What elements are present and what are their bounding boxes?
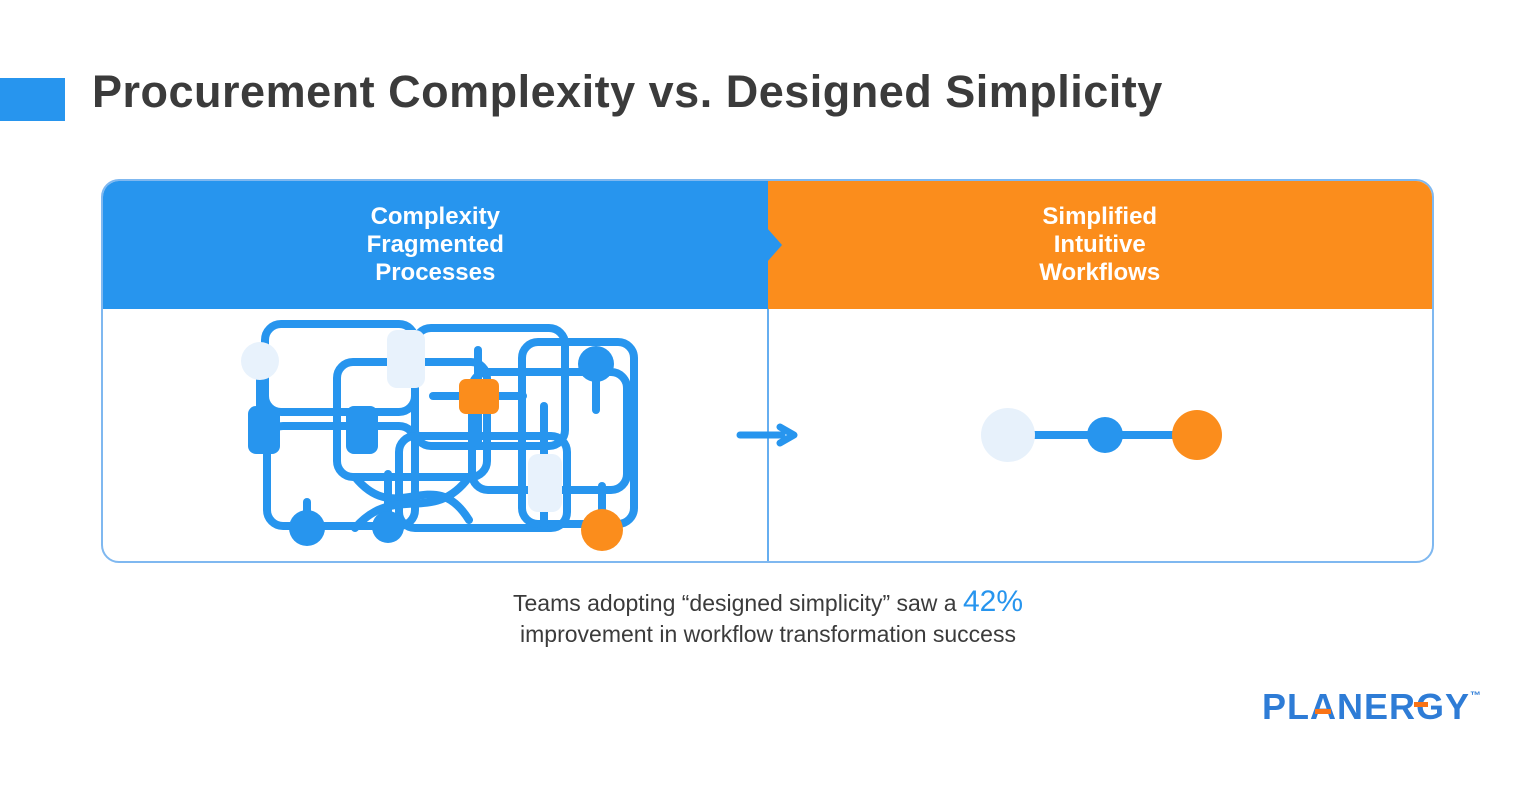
simplicity-header-line: Simplified	[1042, 203, 1158, 230]
simplicity-header-line: Intuitive	[1053, 231, 1146, 258]
blue-circle-node	[578, 346, 614, 382]
logo-wordmark: PLANERGY	[1262, 686, 1471, 727]
simplicity-header-line: Workflows	[1039, 259, 1161, 286]
caption-line-2: improvement in workflow transformation s…	[520, 621, 1016, 647]
caption-text: Teams adopting “designed simplicity” saw…	[512, 590, 963, 616]
blue-circle-node	[372, 511, 404, 543]
blue-circle-node	[1087, 417, 1123, 453]
orange-circle-node	[1172, 410, 1222, 460]
trademark-symbol: ™	[1470, 690, 1482, 702]
light-rect-node	[387, 330, 425, 388]
comparison-panel: Complexity Fragmented Processes Simplifi…	[101, 179, 1434, 563]
caption-stat: 42%	[962, 585, 1024, 618]
complexity-header-line: Fragmented	[366, 231, 504, 258]
complexity-header-line: Processes	[375, 259, 496, 286]
complexity-header-line: Complexity	[370, 203, 500, 230]
caption-line-1: Teams adopting “designed simplicity” saw…	[0, 586, 1536, 619]
simplicity-header: Simplified Intuitive Workflows	[767, 181, 1432, 309]
linear-flow-diagram	[981, 408, 1222, 462]
title-accent-bar	[0, 78, 65, 121]
arrow-right-icon	[736, 423, 798, 447]
blue-rect-node	[346, 406, 378, 454]
orange-square-node	[459, 379, 499, 414]
complexity-header: Complexity Fragmented Processes	[103, 181, 768, 309]
page-title: Procurement Complexity vs. Designed Simp…	[92, 66, 1163, 117]
logo-g-accent	[1414, 702, 1428, 707]
light-rect-node	[528, 454, 562, 512]
blue-rect-node	[248, 406, 280, 454]
orange-circle-node	[581, 509, 623, 551]
panel-header: Complexity Fragmented Processes Simplifi…	[103, 181, 1432, 309]
light-circle-node	[981, 408, 1035, 462]
tangled-flow-diagram	[241, 320, 638, 551]
caption: Teams adopting “designed simplicity” saw…	[0, 586, 1536, 650]
divider-chevron-icon	[766, 228, 782, 262]
logo-a-accent	[1315, 709, 1331, 714]
light-circle-node	[241, 342, 279, 380]
planergy-logo: PLANERGY ™	[1262, 686, 1481, 728]
planergy-logo-text: PLANERGY	[1262, 686, 1470, 728]
blue-circle-node	[289, 510, 325, 546]
